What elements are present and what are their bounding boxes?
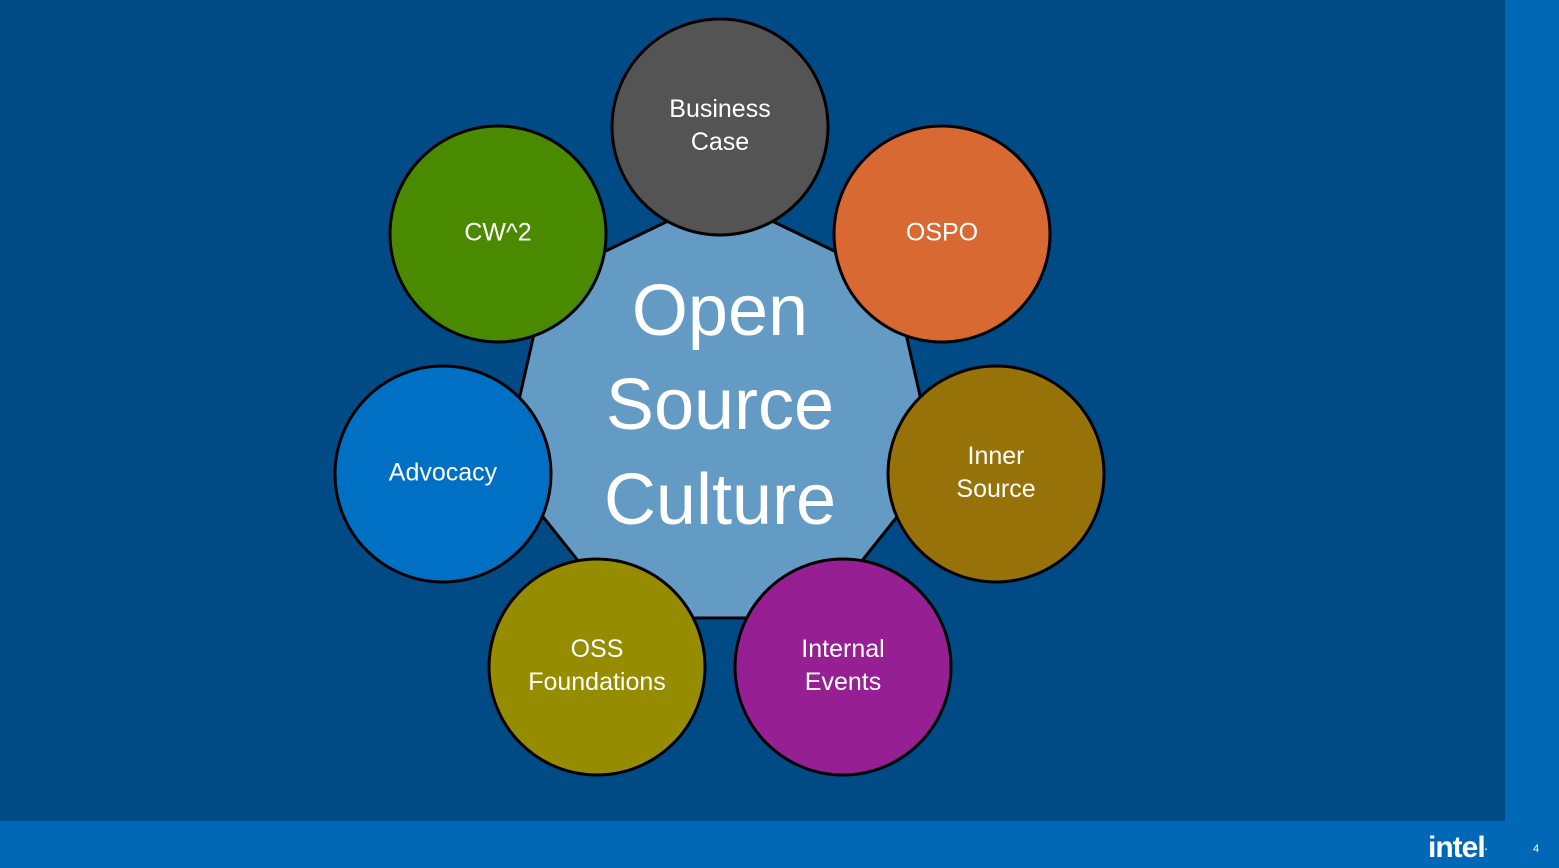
cw2-node: CW^2 <box>388 124 608 344</box>
ospo-node: OSPO <box>832 124 1052 344</box>
inner-source-label: Inner <box>968 442 1025 470</box>
oss-foundations-node: OSS Foundations <box>487 557 707 777</box>
inner-source-label: Source <box>956 475 1035 503</box>
inner-source-circle <box>886 364 1106 584</box>
right-accent-bar <box>1505 0 1559 868</box>
page-number: 4 <box>1532 843 1540 855</box>
business-case-label: Case <box>691 128 749 156</box>
center-label-line: Open <box>632 271 808 351</box>
advocacy-node: Advocacy <box>333 364 553 584</box>
center-label-line: Source <box>606 365 834 445</box>
cw2-label: CW^2 <box>464 219 531 247</box>
cw2-circle <box>388 124 608 344</box>
ospo-label: OSPO <box>906 219 978 247</box>
oss-foundations-label: Foundations <box>528 668 666 696</box>
internal-events-label: Events <box>805 668 881 696</box>
business-case-circle <box>610 17 830 237</box>
internal-events-label: Internal <box>801 635 884 663</box>
internal-events-circle <box>733 557 953 777</box>
business-case-label: Business <box>669 95 770 123</box>
center-label-line: Culture <box>604 460 836 540</box>
footer-bar <box>0 821 1559 868</box>
ospo-circle <box>832 124 1052 344</box>
advocacy-circle <box>333 364 553 584</box>
oss-foundations-label: OSS <box>571 635 624 663</box>
advocacy-label: Advocacy <box>389 459 498 487</box>
intel-logo: intel. <box>1428 831 1487 864</box>
oss-foundations-circle <box>487 557 707 777</box>
